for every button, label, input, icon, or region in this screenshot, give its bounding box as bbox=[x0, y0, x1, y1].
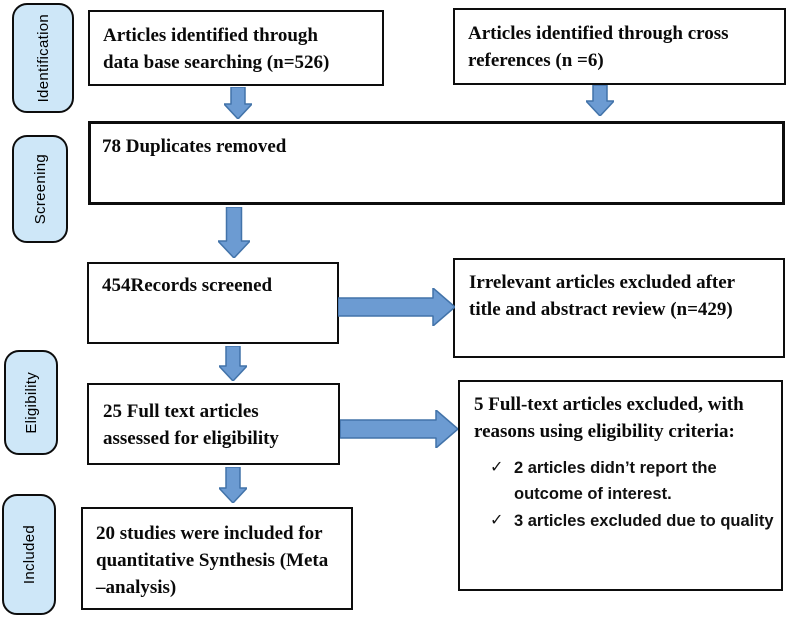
exclusion-reason-item: ✓ 3 articles excluded due to quality bbox=[474, 508, 775, 534]
identified-cross-references-text: Articles identified through cross refere… bbox=[468, 23, 729, 71]
included-studies-text: 20 studies were included for quantitativ… bbox=[96, 523, 329, 598]
records-screened-text: 454Records screened bbox=[102, 275, 273, 296]
exclusion-reason-text: 2 articles didn’t report the outcome of … bbox=[514, 458, 717, 504]
flow-box-fulltext-assessed: 25 Full text articles assessed for eligi… bbox=[87, 383, 340, 465]
exclusion-reason-text: 3 articles excluded due to quality bbox=[514, 511, 774, 530]
flow-box-fulltext-excluded: 5 Full-text articles excluded, with reas… bbox=[458, 380, 783, 591]
stage-label-eligibility: Eligibility bbox=[4, 350, 58, 455]
arrow-down-crossref-to-duplicates-icon bbox=[586, 85, 614, 116]
stage-label-screening-text: Screening bbox=[31, 153, 49, 225]
arrow-down-database-to-duplicates-icon bbox=[224, 87, 252, 119]
arrow-right-fulltext-to-excluded-icon bbox=[340, 410, 458, 448]
stage-label-identification-text: Identification bbox=[34, 13, 52, 103]
flow-box-identified-database: Articles identified through data base se… bbox=[88, 10, 384, 86]
flow-box-irrelevant-excluded: Irrelevant articles excluded after title… bbox=[453, 258, 785, 358]
flow-box-included-studies: 20 studies were included for quantitativ… bbox=[81, 507, 353, 610]
arrow-down-duplicates-to-screened-icon bbox=[218, 207, 250, 258]
flow-box-identified-cross-references: Articles identified through cross refere… bbox=[453, 8, 786, 85]
stage-label-included-text: Included bbox=[20, 524, 38, 585]
arrow-down-screened-to-fulltext-icon bbox=[219, 346, 247, 381]
stage-label-identification: Identification bbox=[12, 3, 74, 113]
arrow-down-fulltext-to-included-icon bbox=[219, 467, 247, 503]
checkmark-icon: ✓ bbox=[490, 511, 504, 529]
duplicates-removed-text: 78 Duplicates removed bbox=[102, 136, 287, 157]
checkmark-icon: ✓ bbox=[490, 458, 504, 476]
arrow-right-screened-to-irrelevant-icon bbox=[338, 288, 455, 326]
stage-label-screening: Screening bbox=[12, 135, 68, 243]
flow-box-duplicates-removed: 78 Duplicates removed bbox=[88, 121, 785, 205]
exclusion-reason-item: ✓ 2 articles didn’t report the outcome o… bbox=[474, 455, 775, 508]
exclusion-reason-list: ✓ 2 articles didn’t report the outcome o… bbox=[474, 455, 775, 534]
irrelevant-excluded-text: Irrelevant articles excluded after title… bbox=[469, 272, 736, 320]
fulltext-assessed-text: 25 Full text articles assessed for eligi… bbox=[103, 401, 279, 449]
identified-database-text: Articles identified through data base se… bbox=[103, 25, 330, 73]
fulltext-excluded-header: 5 Full-text articles excluded, with reas… bbox=[474, 394, 744, 442]
flow-box-records-screened: 454Records screened bbox=[87, 262, 339, 344]
stage-label-eligibility-text: Eligibility bbox=[22, 371, 40, 434]
stage-label-included: Included bbox=[2, 494, 56, 615]
